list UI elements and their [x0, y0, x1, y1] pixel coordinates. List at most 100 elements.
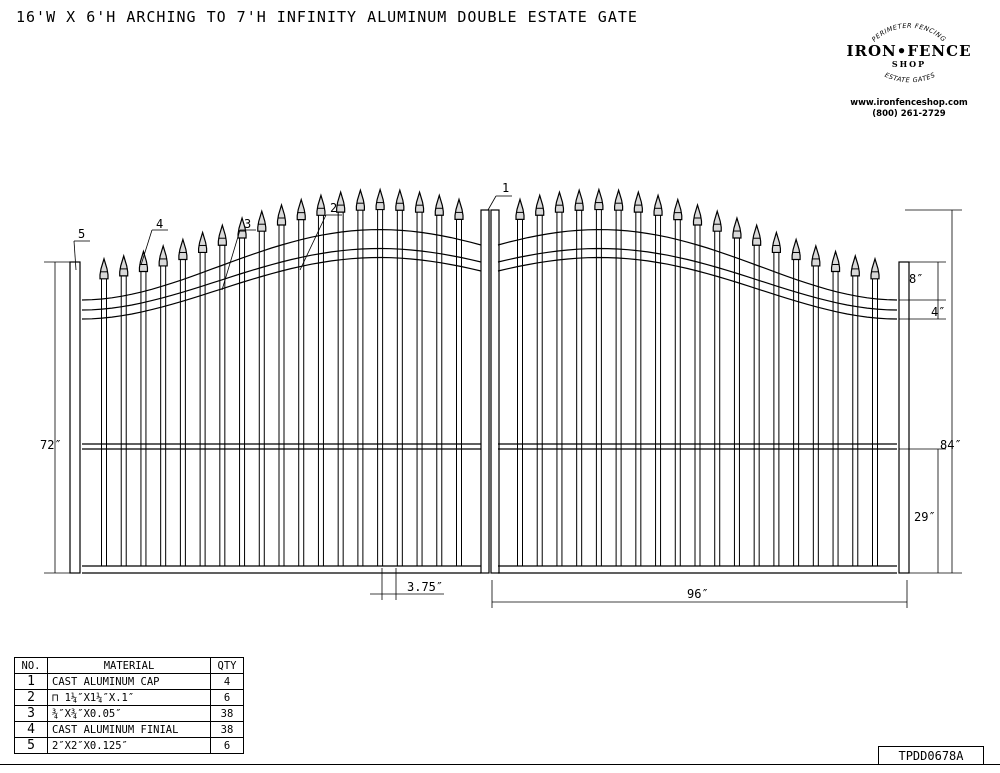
finial: [653, 193, 663, 216]
gate-geometry: [44, 187, 962, 608]
callout-5: 5: [78, 227, 85, 241]
finial: [515, 197, 525, 220]
finial: [732, 215, 742, 239]
finial: [752, 223, 762, 246]
leader-4: [140, 229, 153, 266]
bom-row: 1 CAST ALUMINUM CAP 4: [14, 673, 244, 690]
callout-1: 1: [502, 181, 509, 195]
bom-material: ⊓ 1¼″X1¼″X.1″: [47, 689, 211, 706]
finial: [692, 202, 703, 226]
bill-of-materials: NO. MATERIAL QTY 1 CAST ALUMINUM CAP 4 2…: [14, 657, 244, 754]
arched-rail: [497, 247, 898, 311]
arched-rail: [81, 228, 482, 301]
bom-header-qty: QTY: [210, 657, 244, 674]
dimension-rail-spacing: 4″: [931, 305, 945, 319]
finial: [375, 187, 385, 211]
finial: [870, 256, 880, 280]
logo-arc-bottom: ESTATE GATES: [883, 71, 936, 85]
callout-4: 4: [156, 217, 163, 231]
finial: [791, 237, 801, 261]
finial: [395, 188, 405, 211]
finial: [414, 190, 425, 213]
finial: [158, 243, 168, 267]
bom-material: ¾″X¾″X0.05″: [47, 705, 211, 722]
bom-material: 2″X2″X0.125″: [47, 737, 211, 754]
leader-3: [221, 229, 241, 291]
finial: [535, 193, 545, 216]
finial: [257, 209, 267, 232]
finial: [554, 190, 565, 213]
logo-main-text: IRON•FENCE: [846, 42, 972, 60]
bom-qty: 38: [210, 705, 244, 722]
finial: [633, 190, 643, 213]
bom-no: 2: [14, 689, 48, 706]
finial: [830, 249, 841, 273]
finial: [119, 253, 129, 277]
finial: [138, 249, 149, 273]
bom-qty: 38: [210, 721, 244, 738]
finial: [99, 256, 109, 280]
callout-3: 3: [244, 217, 251, 231]
bom-row: 4 CAST ALUMINUM FINIAL 38: [14, 721, 244, 738]
dimension-height-left: 72″: [40, 438, 62, 452]
finial: [198, 230, 208, 254]
finial: [178, 237, 188, 261]
finial: [850, 253, 860, 277]
bom-no: 4: [14, 721, 48, 738]
arched-rail: [497, 228, 898, 301]
post-center-left: [480, 209, 490, 574]
logo-website: www.ironfenceshop.com: [850, 98, 968, 108]
bom-qty: 6: [210, 689, 244, 706]
dimension-picket-spacing: 3.75″: [407, 580, 443, 594]
finial: [276, 202, 287, 226]
drawing-title: 16'W X 6'H ARCHING TO 7'H INFINITY ALUMI…: [16, 8, 638, 26]
finial: [771, 230, 781, 254]
post-left: [69, 261, 81, 574]
finial: [336, 190, 346, 213]
bom-header-material: MATERIAL: [47, 657, 211, 674]
finial: [355, 188, 365, 211]
logo-shop-text: SHOP: [891, 59, 927, 69]
logo-phone: (800) 261-2729: [872, 109, 946, 119]
bom-row: 5 2″X2″X0.125″ 6: [14, 737, 244, 754]
dimension-top-rail: 8″: [909, 272, 923, 286]
finial: [217, 223, 227, 246]
finial: [594, 187, 604, 211]
bom-no: 3: [14, 705, 48, 722]
bom-qty: 4: [210, 673, 244, 690]
finial: [712, 209, 722, 232]
finial: [574, 188, 584, 211]
finial: [454, 197, 464, 220]
logo-arc-text: PERIMETER FENCING: [870, 22, 947, 44]
bom-no: 1: [14, 673, 48, 690]
arched-rail: [497, 256, 898, 320]
post-right: [898, 261, 910, 574]
finial: [614, 188, 624, 211]
company-logo: PERIMETER FENCING IRON•FENCE SHOP ESTATE…: [836, 22, 982, 122]
arched-rail: [81, 247, 482, 311]
bom-row: 3 ¾″X¾″X0.05″ 38: [14, 705, 244, 722]
callout-2: 2: [330, 201, 337, 215]
bom-header-no: NO.: [14, 657, 48, 674]
finial: [316, 193, 326, 216]
bom-qty: 6: [210, 737, 244, 754]
bom-header-row: NO. MATERIAL QTY: [14, 657, 244, 674]
leader-2: [299, 214, 327, 271]
finial: [296, 197, 306, 221]
dimension-leaf-width: 96″: [687, 587, 709, 601]
leader-5: [73, 240, 77, 271]
frame-bottom-line: [0, 764, 1000, 765]
arched-rail: [81, 256, 482, 320]
bom-no: 5: [14, 737, 48, 754]
finial: [673, 197, 683, 221]
bom-material: CAST ALUMINUM FINIAL: [47, 721, 211, 738]
dimension-mid-rail: 29″: [914, 510, 936, 524]
leader-1: [487, 195, 497, 211]
bom-row: 2 ⊓ 1¼″X1¼″X.1″ 6: [14, 689, 244, 706]
drawing-code: TPDD0678A: [878, 746, 984, 765]
dimension-height-right: 84″: [940, 438, 962, 452]
finial: [237, 215, 247, 239]
post-center-right: [490, 209, 500, 574]
